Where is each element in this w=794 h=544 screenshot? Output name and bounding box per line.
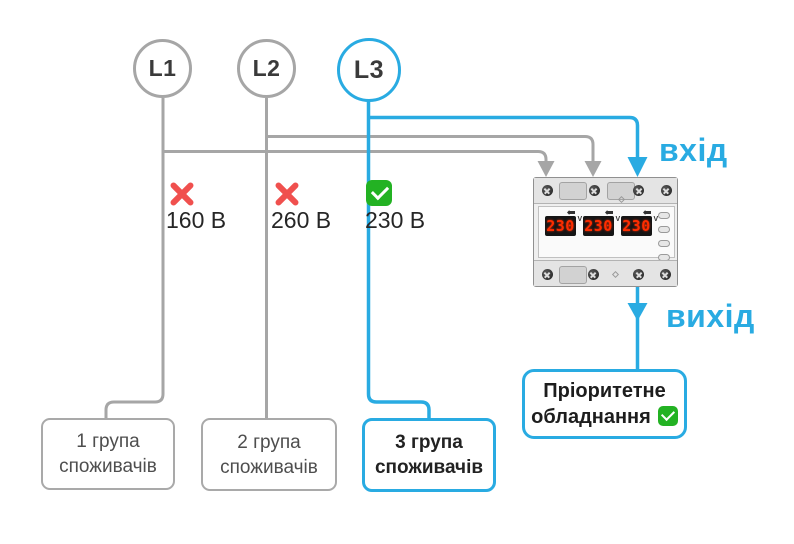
phase-node-l1: L1 (133, 39, 192, 98)
consumer-box-2-line2: споживачів (220, 456, 318, 478)
input-flow-label: вхід (659, 132, 728, 168)
display-unit-label: V (577, 216, 583, 223)
priority-equipment-box: Пріоритетне обладнання (522, 369, 687, 439)
screw-terminal-icon (633, 269, 644, 280)
relay-indicator-icon (567, 210, 575, 215)
input-arrow-l1-icon (537, 161, 555, 177)
diamond-mark-icon (611, 270, 620, 279)
priority-box-line1: Пріоритетне (543, 380, 666, 402)
terminal-tab (559, 266, 587, 284)
relay-indicator-icon (643, 210, 651, 215)
wire-l1-to-box1 (104, 98, 165, 420)
consumer-box-3: 3 група споживачів (362, 418, 496, 492)
voltage-display-1: 230 (545, 216, 576, 236)
device-button-3 (658, 240, 670, 247)
accept-check-icon-l3 (366, 180, 392, 206)
accept-check-icon-priority (657, 406, 678, 426)
consumer-box-1-line2: споживачів (59, 456, 157, 477)
device-button-2 (658, 226, 670, 233)
voltage-value-l2: 260 В (271, 207, 332, 233)
voltage-display-3: 230 (621, 216, 652, 236)
reject-cross-icon-l1 (168, 181, 196, 207)
wire-l1-to-device (163, 150, 548, 163)
input-arrow-l2-icon (584, 161, 602, 177)
display-digits: 230 (622, 217, 651, 235)
display-digits: 230 (546, 217, 575, 235)
display-digits: 230 (584, 217, 613, 235)
screw-terminal-icon (660, 185, 672, 196)
device-top-terminal-strip (534, 178, 677, 204)
display-unit-label: V (653, 216, 659, 223)
phase-node-l2: L2 (237, 39, 296, 98)
phase-label-l2: L2 (252, 55, 281, 81)
voltage-value-l3: 230 В (365, 207, 426, 233)
phase-label-l1: L1 (148, 55, 177, 81)
screw-terminal-icon (659, 269, 671, 280)
device-bottom-terminal-strip (534, 260, 677, 286)
screw-terminal-icon (541, 269, 553, 280)
reject-cross-icon-l2 (273, 181, 301, 207)
consumer-box-3-line2: споживачів (374, 457, 484, 478)
screw-terminal-icon (588, 185, 600, 196)
consumer-box-2-line1: 2 група (237, 431, 301, 453)
priority-box-line2: обладнання (531, 404, 678, 430)
relay-indicator-icon (605, 210, 613, 215)
input-arrow-l3-icon (627, 157, 648, 177)
phase-node-l3: L3 (337, 38, 401, 102)
wire-l2-to-device (266, 135, 595, 163)
consumer-box-1: 1 група споживачів (41, 418, 175, 490)
wire-l3-to-device (368, 115, 640, 158)
output-flow-label: вихід (666, 298, 755, 334)
terminal-tab (559, 182, 587, 200)
consumer-box-3-line1: 3 група (395, 432, 463, 453)
wire-l3-to-box3 (366, 98, 431, 420)
device-front-panel: 230 V 230 V 230 V (538, 206, 675, 281)
voltage-relay-device: 230 V 230 V 230 V (533, 177, 678, 287)
consumer-box-1-line1: 1 група (76, 431, 140, 452)
voltage-value-l1: 160 В (166, 207, 227, 233)
screw-terminal-icon (587, 269, 599, 280)
voltage-display-2: 230 (583, 216, 614, 236)
priority-box-line2-text: обладнання (531, 406, 651, 428)
screw-terminal-icon (633, 185, 644, 196)
output-arrow-icon (627, 303, 648, 321)
screw-terminal-icon (541, 185, 553, 196)
phase-label-l3: L3 (353, 55, 385, 84)
consumer-box-2: 2 група споживачів (201, 418, 337, 491)
device-button-1 (658, 212, 670, 219)
display-unit-label: V (615, 216, 621, 223)
